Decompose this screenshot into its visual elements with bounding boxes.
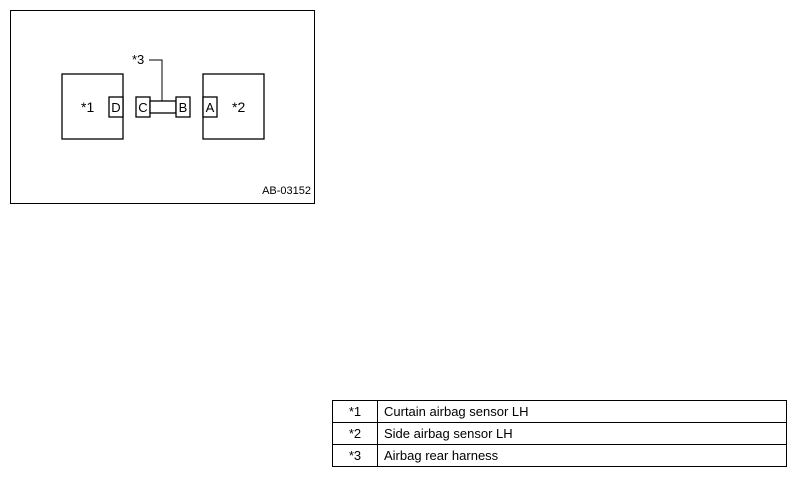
connector-b-box: [175, 96, 191, 118]
figure-code: AB-03152: [262, 185, 311, 197]
harness-body: [149, 100, 177, 114]
connector-a-box: [202, 96, 218, 118]
legend-row: *3 Airbag rear harness: [332, 444, 787, 467]
legend-row: *2 Side airbag sensor LH: [332, 422, 787, 445]
connector-a-label: A: [206, 100, 215, 115]
connector-d-label: D: [111, 100, 120, 115]
legend-key: *1: [332, 400, 378, 423]
legend-description: Curtain airbag sensor LH: [377, 400, 787, 423]
legend-row: *1 Curtain airbag sensor LH: [332, 400, 787, 423]
legend-key: *3: [332, 444, 378, 467]
connector-c-label: C: [138, 100, 147, 115]
legend-description: Side airbag sensor LH: [377, 422, 787, 445]
harness-marker: *3: [132, 52, 144, 67]
connector-diagram: *1 D A *2 C B *3 AB-03152: [61, 52, 311, 197]
legend-description: Airbag rear harness: [377, 444, 787, 467]
legend-key: *2: [332, 422, 378, 445]
connector-b-label: B: [179, 100, 188, 115]
legend-table: *1 Curtain airbag sensor LH *2 Side airb…: [332, 400, 787, 467]
diagram-frame: *1 D A *2 C B *3 AB-03152: [10, 10, 315, 204]
connector-d-box: [108, 96, 124, 118]
component-1-marker: *1: [81, 99, 94, 115]
component-2-marker: *2: [232, 99, 245, 115]
harness-leader-line: [149, 59, 163, 101]
